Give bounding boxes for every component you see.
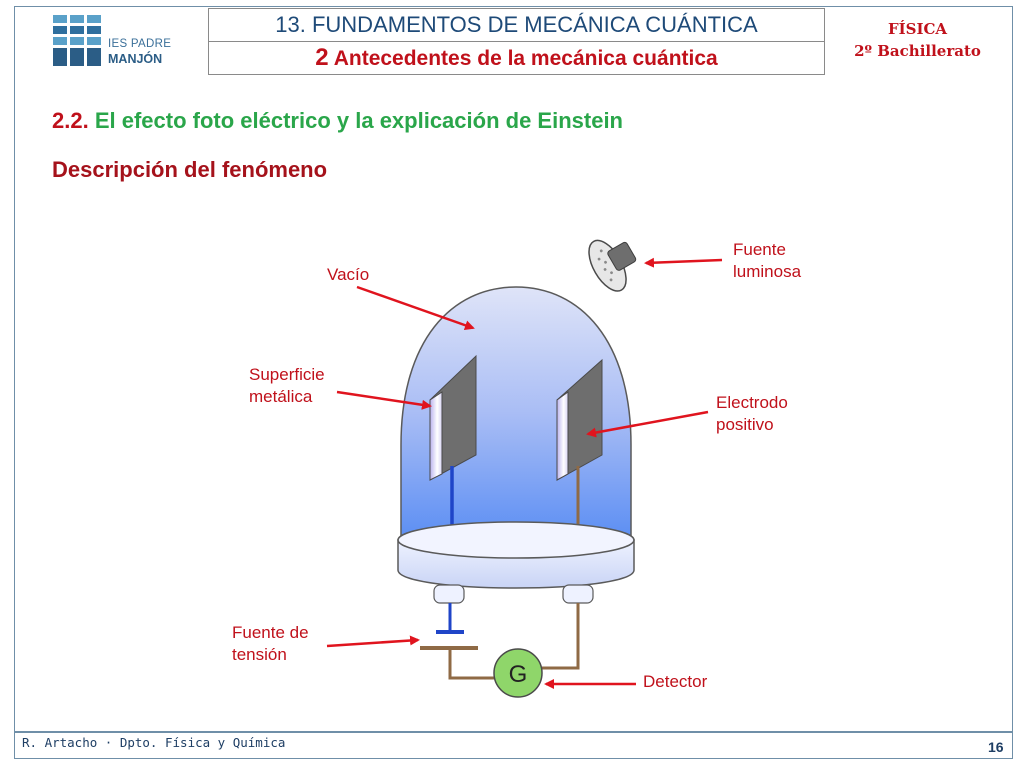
arrow-positive-electrode <box>586 410 709 438</box>
arrow-voltage-source <box>326 635 420 648</box>
section-title-row: 2 Antecedentes de la mecánica cuántica <box>209 42 824 74</box>
label-vacuum: Vacío <box>327 265 370 284</box>
school-logo-icon <box>53 15 101 66</box>
arrow-light-source <box>644 257 723 268</box>
left-connector <box>433 584 465 604</box>
galvanometer-symbol: G <box>509 661 528 688</box>
vacuum-dome <box>400 286 632 541</box>
logo-text-line2: MANJÓN <box>108 52 163 66</box>
positive-electrode-plate <box>556 358 603 481</box>
circuit-wire-right <box>542 603 580 670</box>
logo-text-line1: IES PADRE <box>108 38 172 50</box>
page-number: 16 <box>988 739 1004 755</box>
label-detector: Detector <box>643 672 708 691</box>
jar-base-top <box>397 521 635 559</box>
label-voltage-source: Fuente de tensión <box>232 623 309 664</box>
circuit-wire-left <box>448 648 494 680</box>
heading-number: 2.2. <box>52 108 89 133</box>
arrow-metal-surface <box>336 390 432 410</box>
metal-surface-plate <box>429 354 477 481</box>
footer-author: R. Artacho · Dpto. Física y Química <box>22 735 286 750</box>
unit-title: 13. FUNDAMENTOS DE MECÁNICA CUÁNTICA <box>209 9 824 42</box>
label-positive-electrode: Electrodo positivo <box>716 393 788 434</box>
footer-divider <box>15 731 1012 733</box>
subject-block: FÍSICA 2º Bachillerato <box>830 17 1005 61</box>
subheading: Descripción del fenómeno <box>52 157 328 182</box>
label-metal-surface: Superficie metálica <box>249 365 325 406</box>
course-name: 2º Bachillerato <box>854 42 981 60</box>
galvanometer-icon <box>493 648 543 698</box>
section-number: 2 <box>315 44 329 71</box>
section-title: Antecedentes de la mecánica cuántica <box>333 47 718 70</box>
label-light-source: Fuente luminosa <box>733 240 802 281</box>
right-connector <box>562 584 594 604</box>
light-source-lamp-icon <box>588 239 637 292</box>
title-box: 13. FUNDAMENTOS DE MECÁNICA CUÁNTICA 2 A… <box>208 8 825 75</box>
slide-frame <box>14 6 1013 759</box>
heading: 2.2. El efecto foto eléctrico y la expli… <box>52 108 623 134</box>
subject-name: FÍSICA <box>887 20 948 38</box>
heading-text: El efecto foto eléctrico y la explicació… <box>94 108 623 133</box>
arrow-vacuum <box>356 285 475 331</box>
